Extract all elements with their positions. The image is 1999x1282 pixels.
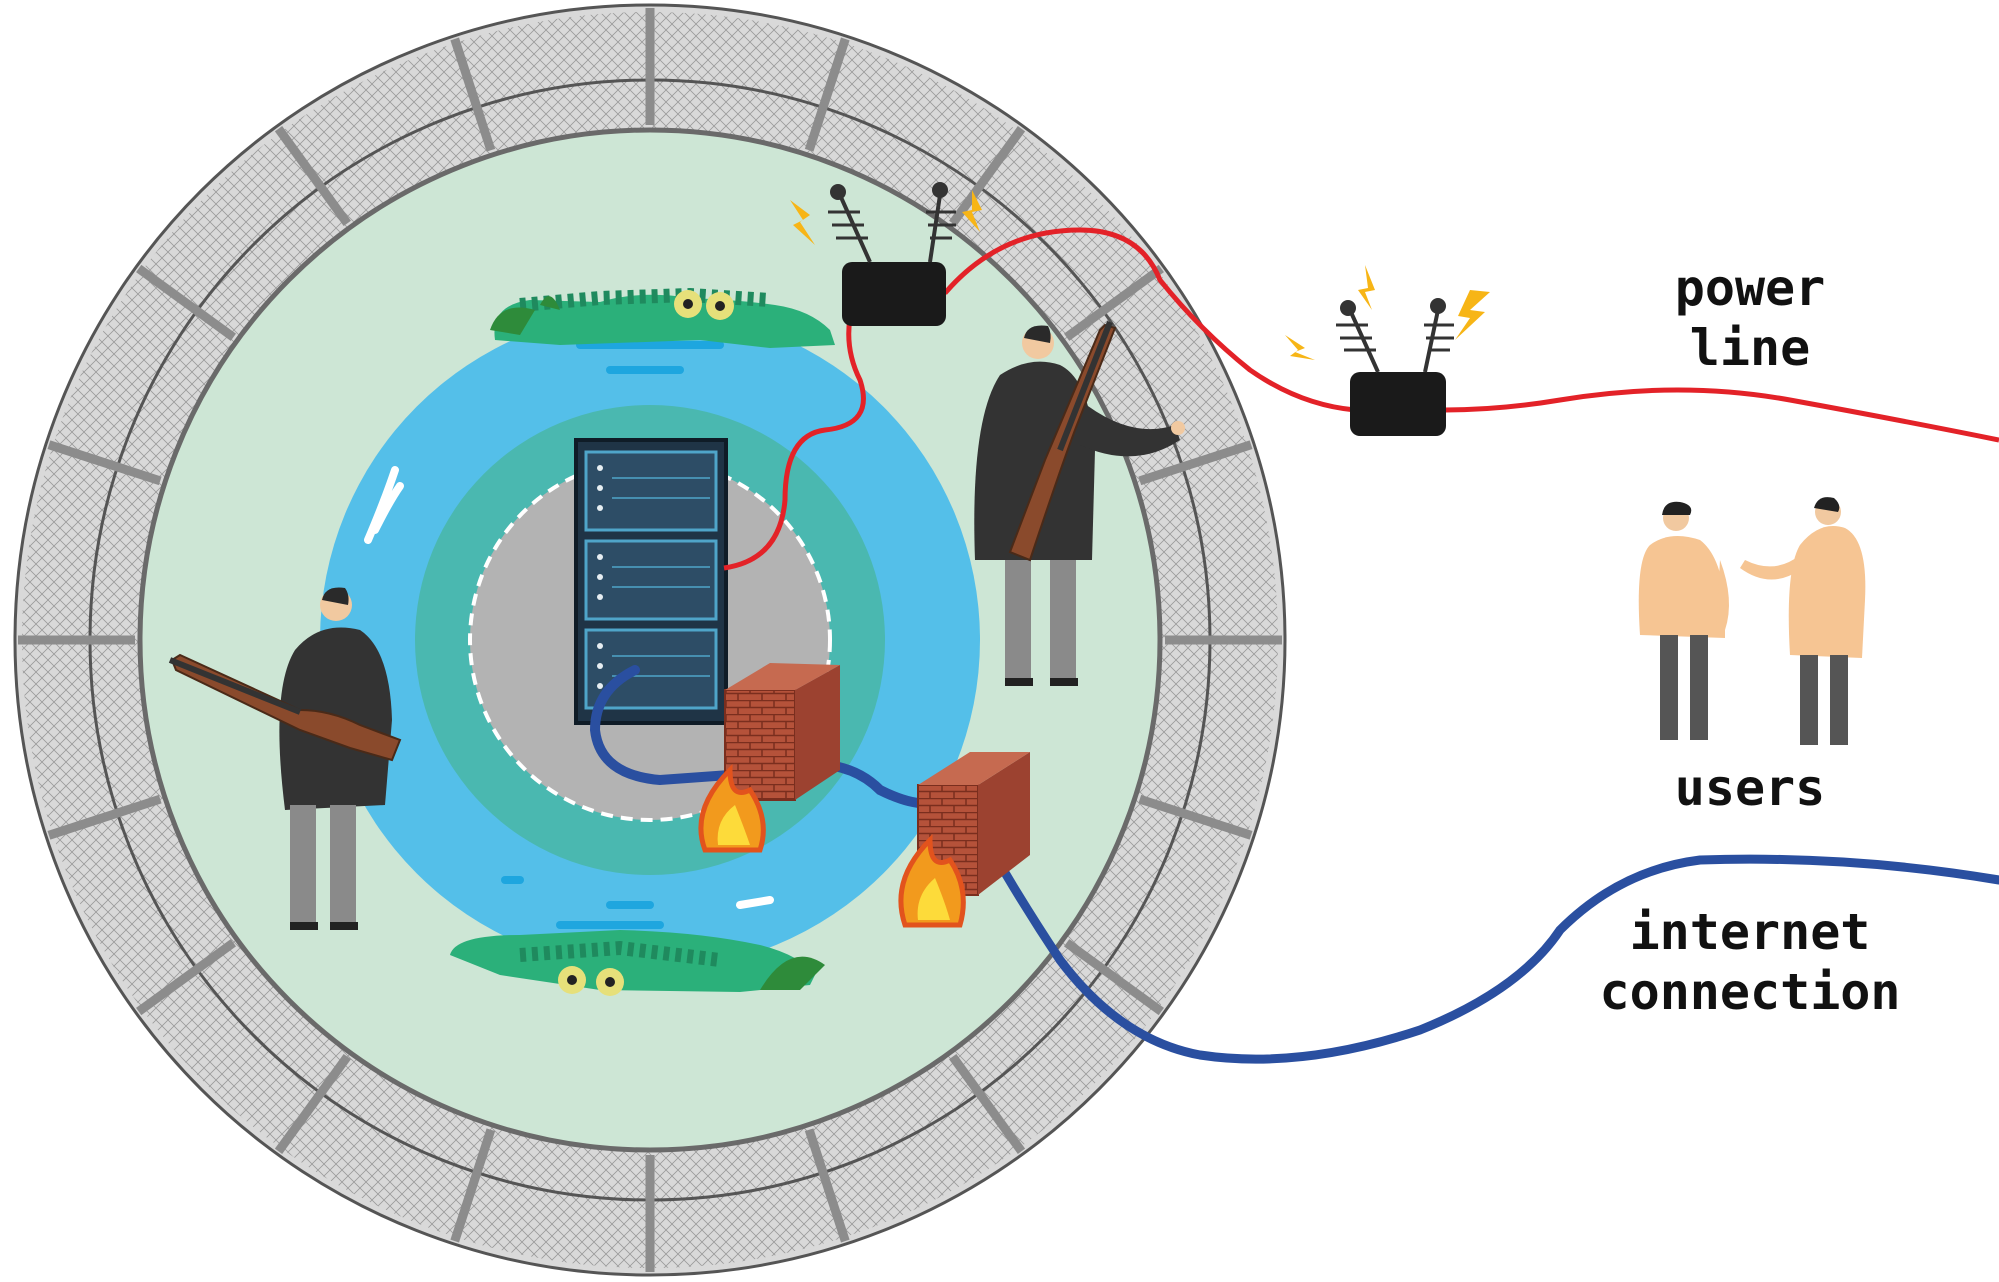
- internet-connection-label: internet connection: [1599, 903, 1901, 1021]
- lightning-icon: [1455, 290, 1490, 340]
- firewall-outer: [898, 752, 1030, 928]
- server-rack: [574, 438, 728, 725]
- crocodile-bottom: [450, 930, 825, 996]
- user-figure: [1740, 497, 1866, 745]
- guard-left: [168, 587, 402, 930]
- router-inner: [790, 182, 982, 326]
- lightning-icon: [962, 190, 982, 232]
- crocodile-top: [490, 287, 835, 348]
- fence-post: [136, 939, 237, 1016]
- fence-posts: [18, 8, 1282, 1272]
- user-figure: [1638, 501, 1729, 740]
- fence-post: [136, 264, 237, 341]
- lightning-icon: [1285, 335, 1315, 360]
- fence-post: [804, 37, 850, 152]
- fence-post: [450, 1128, 496, 1243]
- firewall-inner: [698, 663, 840, 853]
- fence-post: [1063, 939, 1164, 1016]
- fence-post: [274, 126, 351, 227]
- fence-post: [1138, 794, 1253, 840]
- internet-cable: [978, 830, 1999, 1064]
- water-glint: [736, 896, 774, 909]
- users-label: users: [1674, 759, 1826, 817]
- fence-post: [47, 440, 162, 486]
- water-ripples: [501, 341, 724, 929]
- power-cable: [723, 227, 1999, 571]
- fence-post: [949, 126, 1026, 227]
- fence-post: [274, 1053, 351, 1154]
- guard-right: [974, 320, 1185, 686]
- router-outer: [1285, 265, 1490, 436]
- water-glint: [364, 466, 404, 544]
- users-group: [1638, 497, 1866, 745]
- fence-post: [1138, 440, 1253, 486]
- lightning-icon: [1358, 265, 1375, 310]
- fence-post: [1063, 264, 1164, 341]
- fence-post: [949, 1053, 1026, 1154]
- fence-post: [450, 37, 496, 152]
- power-line-label: power line: [1674, 259, 1826, 377]
- fence-post: [47, 794, 162, 840]
- fence-post: [804, 1128, 850, 1243]
